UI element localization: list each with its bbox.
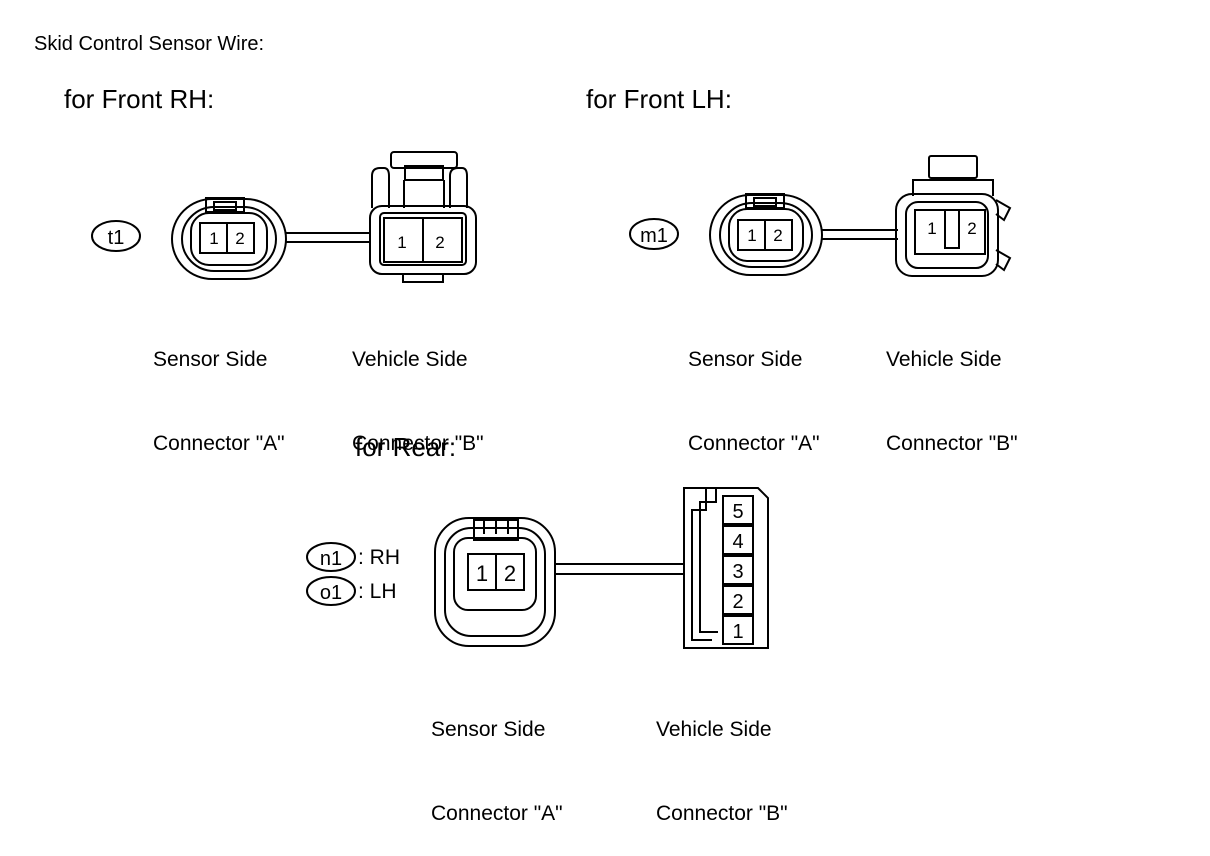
rear-b-pin-5: 5 xyxy=(732,501,743,523)
caption-line: Sensor Side xyxy=(153,348,268,371)
rear-b-pin-3: 3 xyxy=(732,561,743,583)
wiring-diagram: t1 1 2 xyxy=(91,151,1012,649)
rear-code-rh: n1 xyxy=(320,548,342,570)
front-lh-b-pin-2: 2 xyxy=(967,219,976,238)
front-rh-vehicle-caption: Vehicle Side Connector "B" xyxy=(352,290,484,486)
front-lh-a-pin-2: 2 xyxy=(773,226,782,245)
front-lh-a-pin-1: 1 xyxy=(747,226,756,245)
caption-line: Vehicle Side xyxy=(886,348,1002,371)
rear-b-pin-2: 2 xyxy=(732,591,743,613)
rear-a-pin-1: 1 xyxy=(476,561,488,586)
rear-a-pin-2: 2 xyxy=(504,561,516,586)
section-title-front-lh: for Front LH: xyxy=(586,84,732,114)
front-rh-a-pin-1: 1 xyxy=(209,229,218,248)
rear-wire xyxy=(555,563,684,575)
front-lh-sensor-caption: Sensor Side Connector "A" xyxy=(688,290,820,486)
front-lh-code-badge: m1 xyxy=(629,218,679,250)
front-lh-wire xyxy=(822,229,898,240)
rear-vehicle-connector: 5 4 3 2 1 xyxy=(683,487,769,649)
rear-code-lh: o1 xyxy=(320,582,342,604)
diagram-title: Skid Control Sensor Wire: xyxy=(34,33,265,55)
section-title-rear: for Rear: xyxy=(355,432,457,462)
caption-line: Connector "A" xyxy=(688,432,820,455)
caption-line: Sensor Side xyxy=(431,718,546,741)
caption-line: Sensor Side xyxy=(688,348,803,371)
front-rh-sensor-connector: 1 2 xyxy=(171,197,287,280)
front-rh-vehicle-connector: 1 2 xyxy=(369,151,477,283)
front-lh-vehicle-connector: 1 2 xyxy=(895,155,1012,277)
rear-lh-side-label: : LH xyxy=(358,580,397,603)
front-rh-code: t1 xyxy=(108,227,125,249)
front-rh-a-pin-2: 2 xyxy=(235,229,244,248)
caption-line: Vehicle Side xyxy=(656,718,772,741)
front-rh-b-pin-1: 1 xyxy=(397,233,406,252)
caption-line: Vehicle Side xyxy=(352,348,468,371)
section-title-front-rh: for Front RH: xyxy=(64,84,215,114)
rear-sensor-connector: 1 2 xyxy=(434,517,556,647)
front-rh-sensor-caption: Sensor Side Connector "A" xyxy=(153,290,285,486)
front-lh-b-pin-1: 1 xyxy=(927,219,936,238)
rear-rh-side-label: : RH xyxy=(358,546,400,569)
front-lh-vehicle-caption: Vehicle Side Connector "B" xyxy=(886,290,1018,486)
caption-line: Connector "B" xyxy=(352,432,484,455)
rear-code-badge-lh: o1 xyxy=(306,576,356,606)
caption-line: Connector "B" xyxy=(886,432,1018,455)
caption-line: Connector "A" xyxy=(153,432,285,455)
front-lh-code: m1 xyxy=(640,225,668,247)
front-rh-b-pin-2: 2 xyxy=(435,233,444,252)
front-lh-sensor-connector: 1 2 xyxy=(709,193,823,276)
rear-code-badge-rh: n1 xyxy=(306,542,356,572)
rear-b-pin-1: 1 xyxy=(732,621,743,643)
rear-b-pin-4: 4 xyxy=(732,531,743,553)
front-rh-wire xyxy=(286,232,370,243)
front-rh-code-badge: t1 xyxy=(91,220,141,252)
